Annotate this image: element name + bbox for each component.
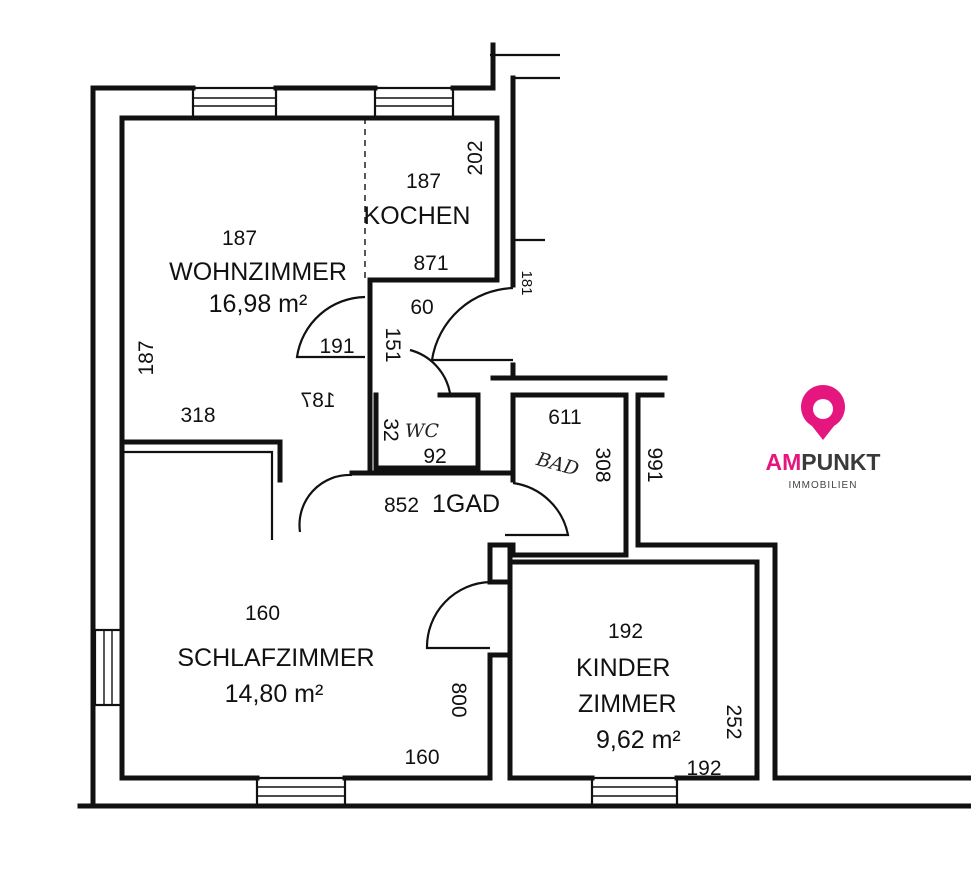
room-name-kinderzimmer-2: ZIMMER <box>578 690 677 718</box>
dim-kinder-192: 192 <box>686 757 721 780</box>
room-name-wohnzimmer: WOHNZIMMER <box>169 258 347 286</box>
dim-bad-611: 611 <box>548 406 581 429</box>
dim-wc-32: 32 <box>379 418 402 441</box>
dim-wohn-mirrored: 187 <box>300 389 335 412</box>
dim-kochen-vertical: 202 <box>464 140 487 175</box>
walls <box>77 42 971 809</box>
dim-flur-60: 60 <box>410 296 433 319</box>
room-height-kochen: 187 <box>406 170 441 193</box>
dim-bad-308: 308 <box>591 447 614 482</box>
logo-brand-accent: AM <box>765 449 801 475</box>
dim-wohn-left: 187 <box>135 340 158 375</box>
room-area-wohnzimmer: 16,98 m² <box>209 290 308 318</box>
room-height-kinderzimmer: 192 <box>608 620 643 643</box>
dim-kinder-252: 252 <box>722 704 745 739</box>
room-height-wohnzimmer: 187 <box>222 227 257 250</box>
dim-schlaf-160: 160 <box>404 746 439 769</box>
dim-wohn-318: 318 <box>180 404 215 427</box>
room-area-schlafzimmer: 14,80 m² <box>225 680 324 708</box>
doors <box>295 286 570 650</box>
dim-wc-92: 92 <box>423 445 446 468</box>
dim-schlaf-800: 800 <box>447 682 470 717</box>
dim-right-991: 991 <box>643 447 666 482</box>
room-name-wc: WC <box>405 420 440 442</box>
dim-flur-191: 191 <box>319 335 354 358</box>
room-name-kochen: KOCHEN <box>364 202 471 230</box>
dim-flur-852: 852 <box>384 494 419 517</box>
svg-text:AMPUNKT: AMPUNKT <box>765 449 880 475</box>
ampunkt-logo: AMPUNKT IMMOBILIEN <box>765 384 881 491</box>
room-name-schlafzimmer: SCHLAFZIMMER <box>177 644 374 672</box>
room-height-schlafzimmer: 160 <box>245 602 280 625</box>
dim-flur-151: 151 <box>381 327 404 362</box>
room-area-kinderzimmer: 9,62 m² <box>596 726 681 754</box>
windows <box>93 86 679 808</box>
dim-kochen-width: 871 <box>413 252 448 275</box>
corridor-mirrored-label: 1GAD <box>432 490 500 518</box>
dim-top-right-181: 181 <box>518 270 535 295</box>
room-name-bad: BAD <box>533 448 581 481</box>
logo-brand-rest: PUNKT <box>801 449 880 475</box>
room-name-kinderzimmer-1: KINDER <box>576 654 670 682</box>
logo-sub: IMMOBILIEN <box>789 480 858 491</box>
